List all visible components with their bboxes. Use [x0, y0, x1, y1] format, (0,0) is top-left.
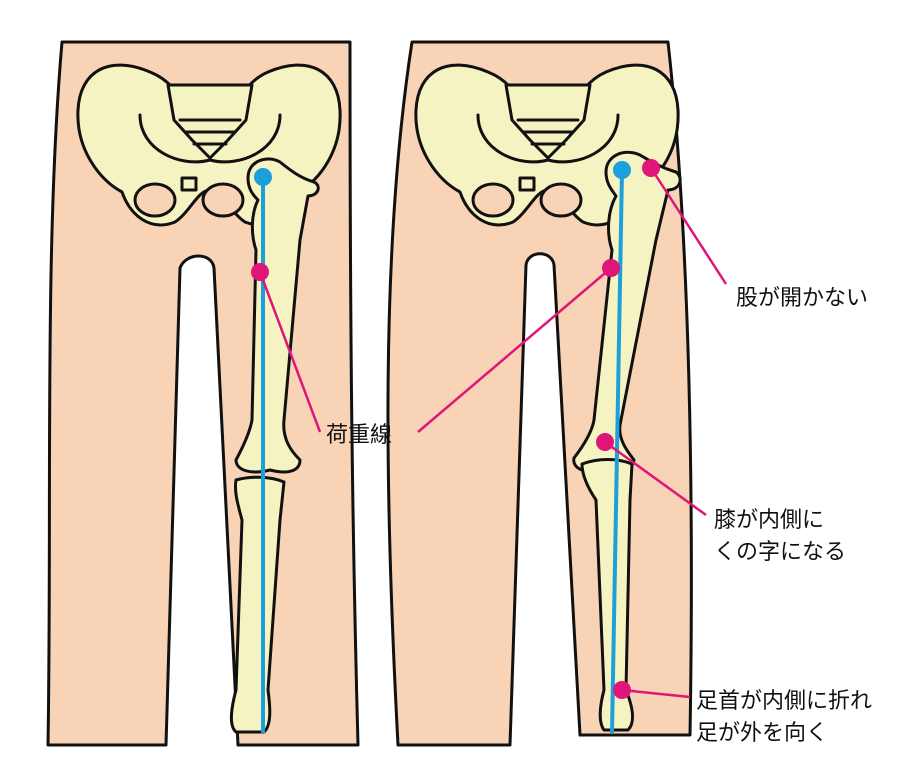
label-load-line: 荷重線	[326, 423, 393, 448]
label-ankle: 足首が内側に折れ 足が外を向く	[696, 686, 872, 750]
label-ankle-line2: 足が外を向く	[696, 721, 829, 746]
right-femoral-head-dot	[613, 161, 631, 179]
leader-ankle	[621, 688, 691, 699]
right-tibia	[580, 458, 634, 732]
label-knee: 膝が内側に くの字になる	[714, 505, 846, 569]
label-knee-line1: 膝が内側に	[714, 508, 825, 533]
left-figure	[46, 40, 360, 747]
left-femoral-head-dot	[254, 168, 272, 186]
leader-load-right	[417, 267, 612, 433]
leader-knee	[604, 440, 707, 517]
leader-load-left	[258, 271, 322, 433]
leader-lines	[258, 167, 728, 699]
right-figure	[386, 40, 693, 747]
label-knee-line2: くの字になる	[714, 540, 847, 565]
label-ankle-line1: 足首が内側に折れ	[696, 689, 873, 714]
label-hip-not-open: 股が開かない	[736, 286, 869, 311]
leader-hip	[649, 167, 728, 285]
